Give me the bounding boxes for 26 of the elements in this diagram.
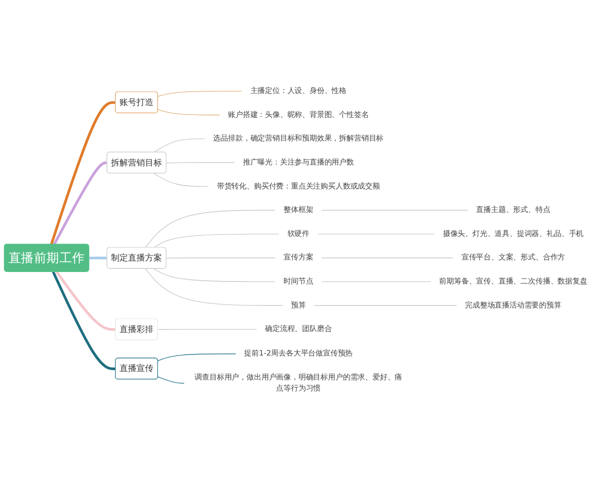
branch-topic: 直播宣传	[115, 358, 158, 380]
branch-line	[166, 162, 235, 164]
branch-line	[158, 354, 236, 362]
branch-line	[154, 138, 206, 153]
branch-line	[145, 210, 276, 248]
branch-line	[321, 210, 468, 211]
branch-topic: 拆解营销目标	[106, 152, 166, 174]
branch-line	[53, 162, 108, 245]
branch-topic: 直播彩排	[115, 318, 158, 340]
branch-line	[50, 101, 116, 245]
branch-line	[321, 281, 432, 282]
branch-line	[154, 173, 209, 187]
branch-line	[52, 271, 116, 370]
branch-line	[158, 376, 184, 384]
central-topic: 直播前期工作	[4, 244, 90, 272]
branch-topic: 账号打造	[115, 91, 158, 114]
branch-line	[158, 328, 257, 330]
branch-line	[145, 268, 283, 306]
branch-line	[314, 305, 457, 306]
branch-line	[154, 268, 276, 282]
branch-line	[158, 109, 220, 116]
branch-line	[154, 234, 280, 248]
branch-topic: 制定直播方案	[106, 247, 166, 269]
branch-line	[89, 256, 108, 260]
branch-line	[56, 271, 116, 331]
branch-line	[158, 90, 242, 97]
